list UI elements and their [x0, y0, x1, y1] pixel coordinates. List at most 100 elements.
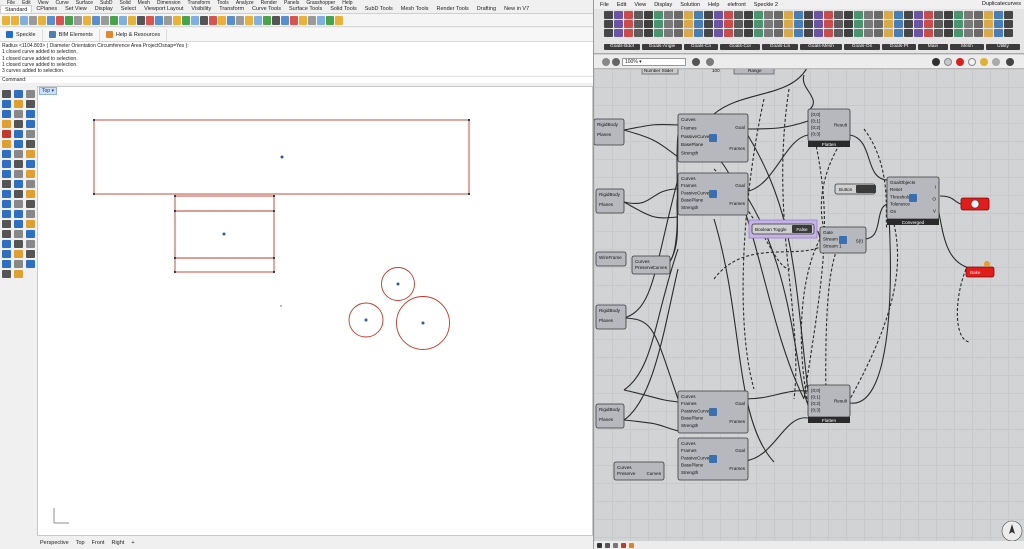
- toolbar-tab[interactable]: Drafting: [476, 6, 497, 12]
- gh-component-icon[interactable]: [774, 20, 783, 28]
- toolbar-tab[interactable]: Viewport Layout: [144, 6, 184, 12]
- gh-component-icon[interactable]: [654, 20, 663, 28]
- toolbar-tool-icon[interactable]: [245, 15, 253, 25]
- gh-component-icon[interactable]: [604, 11, 613, 19]
- gh-component-icon[interactable]: [804, 11, 813, 19]
- toolbar-tool-icon[interactable]: [110, 15, 118, 25]
- gh-component-icon[interactable]: [924, 11, 933, 19]
- toolbar-tool-icon[interactable]: [218, 15, 226, 25]
- toolbar-tool-icon[interactable]: [164, 15, 172, 25]
- gh-component-icon[interactable]: [694, 29, 703, 37]
- gh-component-icon[interactable]: [954, 11, 963, 19]
- gh-component-icon[interactable]: [874, 11, 883, 19]
- top-viewport[interactable]: Top ▾: [37, 86, 593, 536]
- sidebar-tool-icon[interactable]: [14, 180, 23, 188]
- gh-component-icon[interactable]: [614, 29, 623, 37]
- sidebar-tool-icon[interactable]: [2, 190, 11, 198]
- gh-component-icon[interactable]: [614, 20, 623, 28]
- toolbar-tool-icon[interactable]: [254, 15, 262, 25]
- viewport-tab-right[interactable]: Right: [111, 539, 125, 546]
- sidebar-tool-icon[interactable]: [14, 230, 23, 238]
- rhino-menu-item[interactable]: Solid: [119, 0, 131, 6]
- gh-component-icon[interactable]: [974, 29, 983, 37]
- status-icon[interactable]: [613, 542, 618, 548]
- rhino-menu-item[interactable]: Render: [260, 0, 278, 6]
- toolbar-tab[interactable]: Solid Tools: [330, 6, 357, 12]
- toolbar-tool-icon[interactable]: [92, 15, 100, 25]
- toolbar-tool-icon[interactable]: [74, 15, 82, 25]
- toolbar-tool-icon[interactable]: [272, 15, 280, 25]
- gh-menu-edit[interactable]: Edit: [616, 1, 627, 8]
- status-icon[interactable]: [597, 542, 602, 548]
- ghost-icon[interactable]: [1006, 58, 1014, 66]
- sidebar-tool-icon[interactable]: [26, 190, 35, 198]
- gh-component-icon[interactable]: [604, 20, 613, 28]
- gh-component-icon[interactable]: [724, 11, 733, 19]
- gh-component-icon[interactable]: [754, 11, 763, 19]
- gh-component-icon[interactable]: [644, 20, 653, 28]
- toolbar-tool-icon[interactable]: [119, 15, 127, 25]
- navigation-compass-icon[interactable]: [1001, 520, 1023, 541]
- eye-icon[interactable]: [692, 58, 700, 66]
- gh-component-icon[interactable]: [794, 20, 803, 28]
- gh-component-icon[interactable]: [944, 29, 953, 37]
- sidebar-tool-icon[interactable]: [2, 90, 11, 98]
- toolbar-tool-icon[interactable]: [146, 15, 154, 25]
- gh-component-icon[interactable]: [804, 20, 813, 28]
- gh-component-icon[interactable]: [824, 29, 833, 37]
- gh-component-icon[interactable]: [914, 11, 923, 19]
- gh-component-icon[interactable]: [994, 11, 1003, 19]
- toolbar-tab[interactable]: CPlanes: [36, 6, 58, 12]
- gh-component-icon[interactable]: [734, 29, 743, 37]
- gh-component-icon[interactable]: [664, 11, 673, 19]
- gh-component-icon[interactable]: [724, 20, 733, 28]
- gh-component-icon[interactable]: [764, 29, 773, 37]
- rhino-menu-item[interactable]: Dimension: [156, 0, 181, 6]
- collider-component[interactable]: CurvesFramesPassiveCurvesBasePlaneStreng…: [677, 113, 749, 163]
- panel-tab-help-resources[interactable]: Help & Resources: [100, 28, 168, 41]
- bake-icon[interactable]: [956, 58, 964, 66]
- sidebar-tool-icon[interactable]: [2, 250, 11, 258]
- toolbar-tab[interactable]: Display: [94, 6, 113, 12]
- gh-component-icon[interactable]: [794, 11, 803, 19]
- viewport-tab-front[interactable]: Front: [91, 539, 105, 546]
- sidebar-tool-icon[interactable]: [14, 210, 23, 218]
- sidebar-tool-icon[interactable]: [26, 260, 35, 268]
- gh-component-icon[interactable]: [664, 20, 673, 28]
- toolbar-tab[interactable]: Transform: [219, 6, 245, 12]
- rhino-menu-item[interactable]: Surface: [75, 0, 94, 6]
- gh-component-icon[interactable]: [834, 20, 843, 28]
- gh-component-icon[interactable]: [854, 11, 863, 19]
- sidebar-tool-icon[interactable]: [2, 140, 11, 148]
- sidebar-tool-icon[interactable]: [2, 120, 11, 128]
- gh-component-icon[interactable]: [834, 29, 843, 37]
- sidebar-tool-icon[interactable]: [2, 100, 11, 108]
- gh-component-icon[interactable]: [954, 20, 963, 28]
- toolbar-tool-icon[interactable]: [83, 15, 91, 25]
- sidebar-tool-icon[interactable]: [2, 260, 11, 268]
- panel-tab-speckle[interactable]: Speckle: [0, 28, 43, 41]
- gh-tab-group[interactable]: Goals-Lin: [762, 44, 798, 50]
- gh-component-icon[interactable]: [944, 20, 953, 28]
- gh-component-icon[interactable]: [914, 29, 923, 37]
- rectangle-curve-large[interactable]: [93, 119, 470, 195]
- gh-component-icon[interactable]: [654, 29, 663, 37]
- gh-component-icon[interactable]: [924, 29, 933, 37]
- gh-component-icon[interactable]: [814, 29, 823, 37]
- sidebar-tool-icon[interactable]: [14, 240, 23, 248]
- gh-component-icon[interactable]: [694, 11, 703, 19]
- sidebar-tool-icon[interactable]: [26, 120, 35, 128]
- toolbar-tool-icon[interactable]: [236, 15, 244, 25]
- gh-component-icon[interactable]: [884, 29, 893, 37]
- gh-component-icon[interactable]: [874, 29, 883, 37]
- gh-component-icon[interactable]: [814, 11, 823, 19]
- toolbar-tool-icon[interactable]: [209, 15, 217, 25]
- sidebar-tool-icon[interactable]: [2, 220, 11, 228]
- gh-component-icon[interactable]: [844, 20, 853, 28]
- rhino-menu-item[interactable]: Analyze: [235, 0, 254, 6]
- toolbar-tool-icon[interactable]: [281, 15, 289, 25]
- sidebar-tool-icon[interactable]: [14, 190, 23, 198]
